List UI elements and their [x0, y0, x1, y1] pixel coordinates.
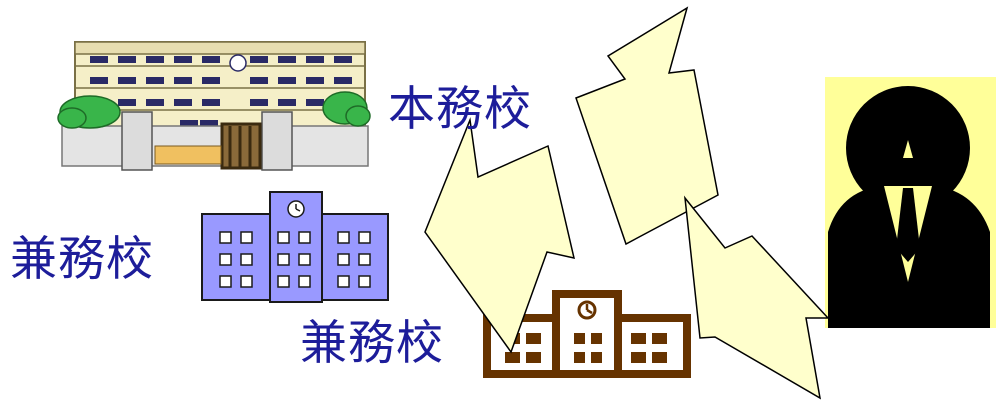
main-school-icon [57, 41, 371, 171]
arrow-up-from-person [575, 6, 719, 246]
person-icon [825, 77, 996, 328]
arrow-person-to-school [683, 195, 830, 400]
communication-arrows [424, 6, 830, 400]
concurrent-school-2-label: 兼務校 [300, 316, 444, 371]
arrow-to-main-school [424, 117, 575, 354]
concurrent-school-1-icon [201, 191, 389, 303]
main-school-label: 本務校 [388, 82, 532, 137]
concurrent-school-1-label: 兼務校 [10, 232, 154, 287]
